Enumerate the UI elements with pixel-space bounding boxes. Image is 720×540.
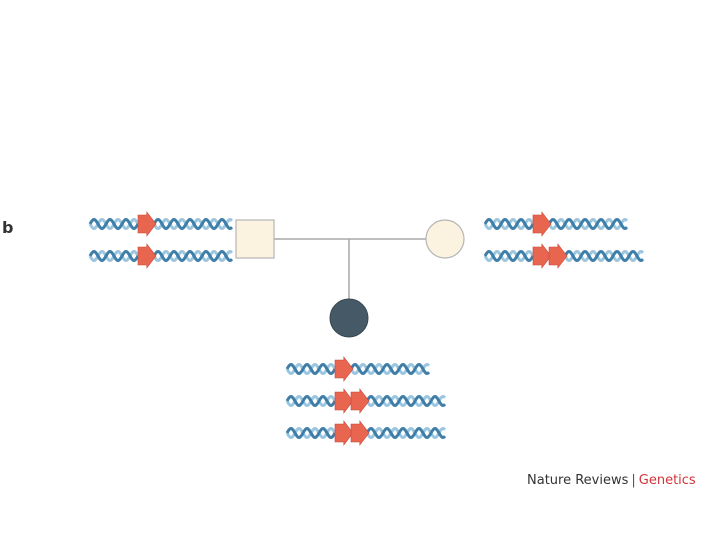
father-allele-2 [90, 244, 232, 268]
dna-strands [90, 212, 643, 445]
panel-label: b [2, 218, 13, 237]
father-unaffected-square [236, 220, 274, 258]
father-allele-1 [90, 212, 232, 236]
repeat-arrow [351, 421, 369, 445]
repeat-arrow [335, 421, 353, 445]
repeat-arrow [533, 244, 551, 268]
mother-allele-2 [485, 244, 643, 268]
child-allele-2 [287, 389, 445, 413]
repeat-arrow [138, 244, 156, 268]
repeat-arrow [533, 212, 551, 236]
repeat-arrow [138, 212, 156, 236]
credit-journal: Nature Reviews [527, 473, 628, 488]
journal-credit: Nature Reviews| Genetics [527, 473, 696, 488]
child-allele-3 [287, 421, 445, 445]
repeat-arrow [351, 389, 369, 413]
credit-section: Genetics [639, 473, 696, 488]
mother-unaffected-circle [426, 220, 464, 258]
repeat-arrow [549, 244, 567, 268]
mother-allele-1 [485, 212, 627, 236]
repeat-arrow [335, 357, 353, 381]
repeat-arrow [335, 389, 353, 413]
child-allele-1 [287, 357, 429, 381]
credit-separator: | [631, 473, 635, 488]
child-affected-circle [330, 299, 368, 337]
